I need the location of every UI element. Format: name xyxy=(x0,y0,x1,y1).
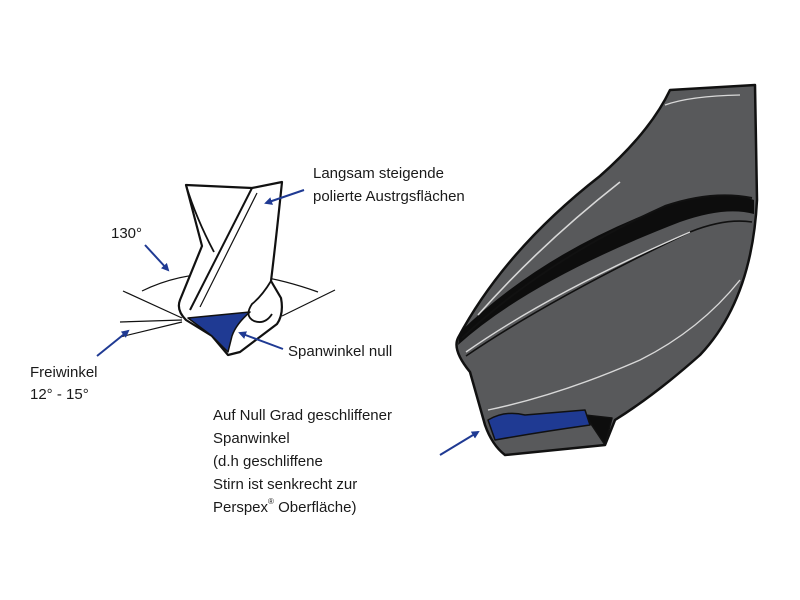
label-ground-line5: Perspex® Oberfläche) xyxy=(213,498,356,517)
arrow-clearance xyxy=(96,329,130,357)
small-drill-top-flute xyxy=(185,184,215,253)
label-ground-line5-b: Oberfläche) xyxy=(273,499,357,516)
label-ground-line2: Spanwinkel xyxy=(213,430,290,447)
large-drill-highlight-3 xyxy=(487,279,741,411)
small-drill-rake-face xyxy=(187,311,251,353)
small-drill-tip xyxy=(119,180,336,357)
label-clearance-line2: 12° - 15° xyxy=(30,386,89,403)
large-drill-tip-shadow xyxy=(584,414,613,446)
label-ground-line5-a: Perspex xyxy=(213,499,269,516)
large-drill-highlight-4 xyxy=(664,94,741,106)
arrow-rake xyxy=(238,331,284,350)
clearance-line-upper xyxy=(119,319,183,323)
label-rake: Spanwinkel null xyxy=(288,343,393,360)
large-drill-upper-flute xyxy=(461,194,753,339)
label-angle-130: 130° xyxy=(111,225,143,242)
large-drill-lower-flute xyxy=(465,220,753,357)
label-ground-line1: Auf Null Grad geschliffener xyxy=(213,407,392,424)
label-clearance-line1: Freiwinkel xyxy=(30,364,98,381)
clearance-line-lower xyxy=(119,321,183,338)
label-ground-line3: (d.h geschliffene xyxy=(213,453,323,470)
large-drill-highlight-1 xyxy=(477,181,621,316)
label-flutes-line1: Langsam steigende xyxy=(313,165,444,182)
arrow-angle-130 xyxy=(144,244,170,272)
arrow-flutes xyxy=(264,189,305,205)
arrow-ground xyxy=(439,430,480,456)
large-drill-flute-shadow xyxy=(458,195,754,345)
large-drill-highlight-2 xyxy=(465,231,691,353)
label-flutes-line2: polierte Austrgsflächen xyxy=(313,188,465,205)
large-drill xyxy=(455,83,759,457)
label-ground-line5-sup: ® xyxy=(268,497,274,506)
cutting-edge-line-left xyxy=(122,290,183,319)
label-ground-line4: Stirn ist senkrecht zur xyxy=(213,476,358,493)
cutting-edge-line-right xyxy=(281,289,336,317)
small-drill-flute-edge-1 xyxy=(189,187,253,311)
large-drill-rake-face xyxy=(487,409,591,441)
small-drill-flute-edge-2 xyxy=(199,192,258,308)
